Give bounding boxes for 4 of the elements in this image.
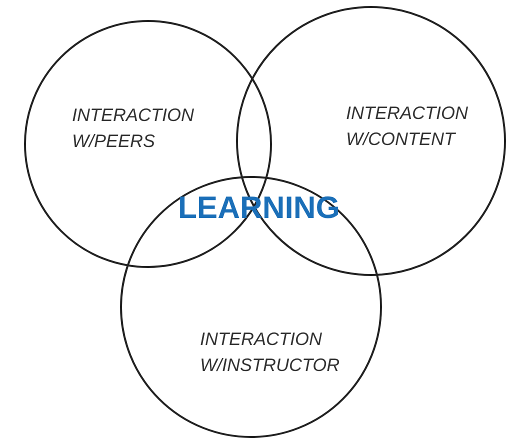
circle-label: INTERACTION W/PEERS: [72, 104, 196, 153]
venn-circle: [120, 176, 382, 438]
circle-label: INTERACTION W/CONTENT: [346, 102, 470, 151]
circle-label: INTERACTION W/INSTRUCTOR: [200, 328, 341, 377]
